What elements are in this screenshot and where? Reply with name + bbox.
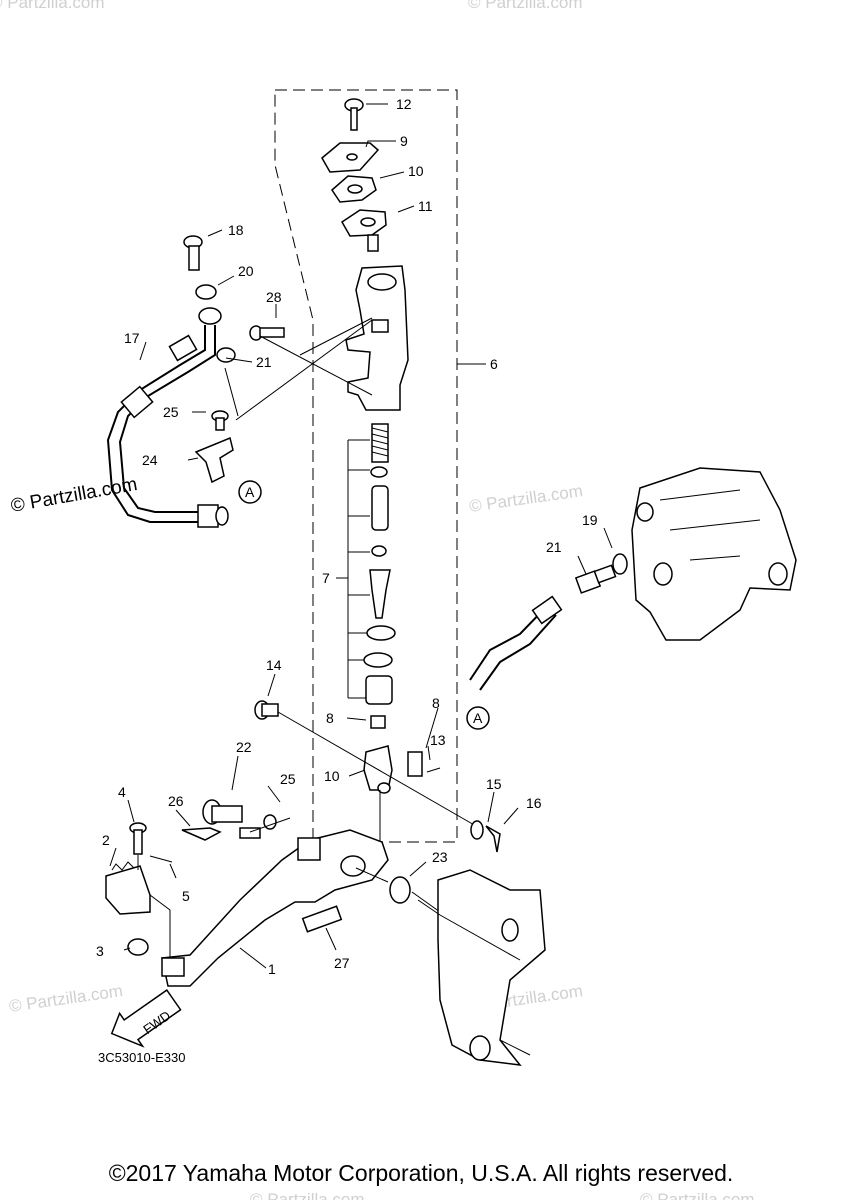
- washer-21-bottom: [216, 347, 236, 363]
- callout-1: 1: [268, 961, 276, 977]
- circlip-27: [263, 814, 277, 830]
- pedal-leader-lines: [137, 790, 381, 958]
- master-cylinder-body: [345, 265, 409, 411]
- bleed-screw-22: [574, 564, 617, 594]
- callout-21-bottom: 21: [256, 354, 272, 370]
- callout-9: 10: [324, 768, 340, 784]
- callout-5: 5: [182, 888, 190, 904]
- callout-21-top: 20: [238, 263, 254, 279]
- pedal-shaft-leader: [249, 817, 441, 913]
- callout-20: 19: [582, 512, 598, 528]
- watermark-bottom-right: © Partzilla.com: [640, 1190, 755, 1200]
- hose-end-right: [469, 595, 563, 691]
- callout-7: 7: [322, 570, 330, 586]
- callout-leaders: [109, 103, 613, 969]
- callout-25: 22: [236, 739, 252, 755]
- callout-10: 9: [400, 133, 408, 149]
- shaft-25: [202, 799, 261, 839]
- hose-leader-lines: [224, 317, 373, 421]
- watermark-left-bottom: © Partzilla.com: [8, 981, 124, 1016]
- washer-16: [470, 820, 484, 840]
- cotter-pin-17: [485, 825, 501, 853]
- callout-13: 12: [396, 96, 412, 112]
- callout-4: 4: [118, 784, 126, 800]
- callout-3: 3: [96, 943, 104, 959]
- ref-circle-a-left: [238, 480, 262, 504]
- watermark-right-mid: © Partzilla.com: [468, 481, 584, 516]
- callout-8-left: 8: [326, 710, 334, 726]
- bolt-13: [344, 98, 364, 131]
- washer-26: [389, 876, 411, 904]
- assembly-outline: [274, 89, 458, 843]
- watermark-top-center: © Partzilla.com: [468, 0, 583, 12]
- bolt-30: [249, 325, 285, 341]
- frame-section: [417, 869, 546, 1066]
- cotter-5: [149, 855, 173, 863]
- callout-16: 15: [486, 776, 502, 792]
- piston-kit-7: [338, 423, 396, 705]
- watermark-bottom-center: © Partzilla.com: [250, 1190, 365, 1200]
- ref-circle-a-right: [466, 706, 490, 730]
- union-bolt-19: [183, 235, 203, 271]
- clamp-23: [194, 436, 234, 484]
- callout-28: 26: [168, 793, 184, 809]
- callout-26: 23: [432, 849, 448, 865]
- copyright-footer: ©2017 Yamaha Motor Corporation, U.S.A. A…: [109, 1160, 734, 1186]
- callout-8-right: 8: [432, 695, 440, 711]
- tip-plate-2: [105, 861, 151, 915]
- pin-4: [129, 822, 147, 855]
- return-spring-29: [301, 905, 343, 933]
- diagram-code: 3C53010-E330: [98, 1050, 185, 1065]
- callout-2: 2: [102, 832, 110, 848]
- ref-a-right: A: [473, 710, 483, 726]
- plate-11: [331, 175, 377, 203]
- callout-12: 11: [418, 198, 433, 214]
- callout-15: 14: [266, 657, 282, 673]
- callout-22: 21: [546, 539, 562, 555]
- clip-3: [127, 938, 149, 956]
- watermark-top-left: © Partzilla.com: [0, 0, 105, 12]
- callout-23: 24: [142, 452, 158, 468]
- pin-15-leader: [277, 711, 477, 827]
- callout-27: 25: [280, 771, 296, 787]
- callout-29: 27: [334, 955, 350, 971]
- clevis-assembly: [363, 715, 441, 794]
- watermark-main: © Partzilla.com: [9, 474, 139, 517]
- brake-pedal-1: [161, 829, 389, 987]
- callout-14: 13: [430, 732, 446, 748]
- ref-a-left: A: [245, 484, 255, 500]
- bolt-24: [211, 410, 229, 431]
- callout-30: 28: [266, 289, 282, 305]
- callout-11: 10: [408, 163, 424, 179]
- washer-21-top: [195, 284, 217, 300]
- rear-caliper: [631, 467, 797, 641]
- callout-18: 17: [124, 330, 140, 346]
- pin-15: [254, 700, 279, 720]
- washer-20: [612, 553, 628, 575]
- brake-hose-18: [106, 307, 229, 528]
- callout-24: 25: [163, 404, 179, 420]
- callout-19: 18: [228, 222, 244, 238]
- callout-6: 6: [490, 356, 498, 372]
- cap-10: [321, 142, 380, 173]
- callout-17: 16: [526, 795, 542, 811]
- reservoir-12: [341, 209, 387, 252]
- fwd-arrow-icon: [110, 989, 182, 1048]
- spring-28: [181, 827, 222, 841]
